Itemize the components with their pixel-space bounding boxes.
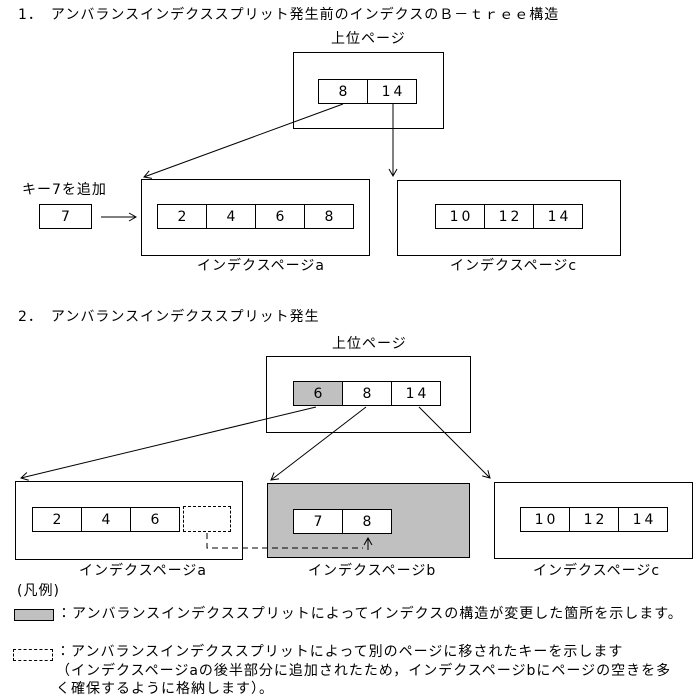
index-page-a-cells-1: 2 4 6 8: [157, 204, 354, 229]
index-page-c-label-1: インデクスページc: [450, 258, 578, 274]
legend-gray-swatch: [14, 609, 54, 621]
index-page-a-label-2: インデクスページa: [79, 563, 207, 579]
legend-dashed-text-line1: ：アンバランスインデクススプリットによって別のページに移されたキーを示します: [56, 644, 624, 660]
upper-page-cells-1: 8 14: [318, 79, 417, 104]
index-page-a-label-1: インデクスページa: [197, 258, 325, 274]
index-page-a-box-1: 2 4 6 8: [141, 179, 370, 256]
key-cell: 14: [533, 204, 583, 229]
key-cell: 8: [304, 204, 354, 229]
key-cell: 4: [81, 507, 131, 532]
key-cell: 12: [484, 204, 534, 229]
index-page-a-box-2: 2 4 6: [15, 481, 243, 560]
index-page-b-box-2: 7 8: [267, 483, 470, 558]
key-cell-highlighted: 6: [293, 381, 343, 406]
key-cell: 4: [206, 204, 256, 229]
section1-title: 1． アンバランスインデクススプリット発生前のインデクスのＢ－ｔｒｅｅ構造: [18, 7, 560, 23]
key7-box: 7: [39, 204, 92, 229]
key-cell: 12: [569, 507, 619, 532]
legend-dashed-swatch: [13, 649, 53, 661]
upper-page-cells-2: 6 8 14: [293, 381, 441, 406]
key-cell: 10: [520, 507, 570, 532]
key-cell: 10: [435, 204, 485, 229]
section2-title: 2． アンバランスインデクススプリット発生: [18, 309, 320, 325]
key-cell: 6: [130, 507, 180, 532]
legend-dashed-text-line3: く確保するように格納します）。: [56, 681, 274, 697]
index-page-c-cells-2: 10 12 14: [520, 507, 668, 532]
index-page-c-label-2: インデクスページc: [533, 563, 661, 579]
key-add-caption: キー7を追加: [22, 182, 107, 198]
key-cell: 6: [255, 204, 305, 229]
key-cell: 7: [293, 509, 343, 534]
key-cell: 14: [367, 79, 417, 104]
key-cell: 8: [342, 381, 392, 406]
key-cell: 14: [391, 381, 441, 406]
upper-page-label-1: 上位ページ: [331, 31, 406, 47]
key-cell: 14: [618, 507, 668, 532]
key-cell: 8: [318, 79, 368, 104]
index-page-b-cells-2: 7 8: [293, 509, 392, 534]
upper-page-box-2: 6 8 14: [266, 356, 471, 433]
index-page-a-cells-2: 2 4 6: [32, 507, 180, 532]
upper-page-label-2: 上位ページ: [332, 336, 407, 352]
upper-page-box-1: 8 14: [293, 52, 444, 129]
legend-heading: (凡例): [17, 583, 60, 599]
index-page-b-label-2: インデクスページb: [308, 563, 437, 579]
index-page-c-cells-1: 10 12 14: [435, 204, 583, 229]
moved-key-dashed-slot: [183, 506, 231, 532]
legend-dashed-text-line2: （インデクスページaの後半部分に追加されたため，インデクスページbにページの空き…: [56, 663, 672, 679]
key-cell: 2: [32, 507, 82, 532]
index-page-c-box-2: 10 12 14: [494, 482, 693, 559]
key-cell: 8: [342, 509, 392, 534]
key-cell: 2: [157, 204, 207, 229]
legend-gray-text: ：アンバランスインデクススプリットによってインデクスの構造が変更した箇所を示しま…: [57, 606, 683, 622]
index-page-c-box-1: 10 12 14: [397, 180, 621, 256]
